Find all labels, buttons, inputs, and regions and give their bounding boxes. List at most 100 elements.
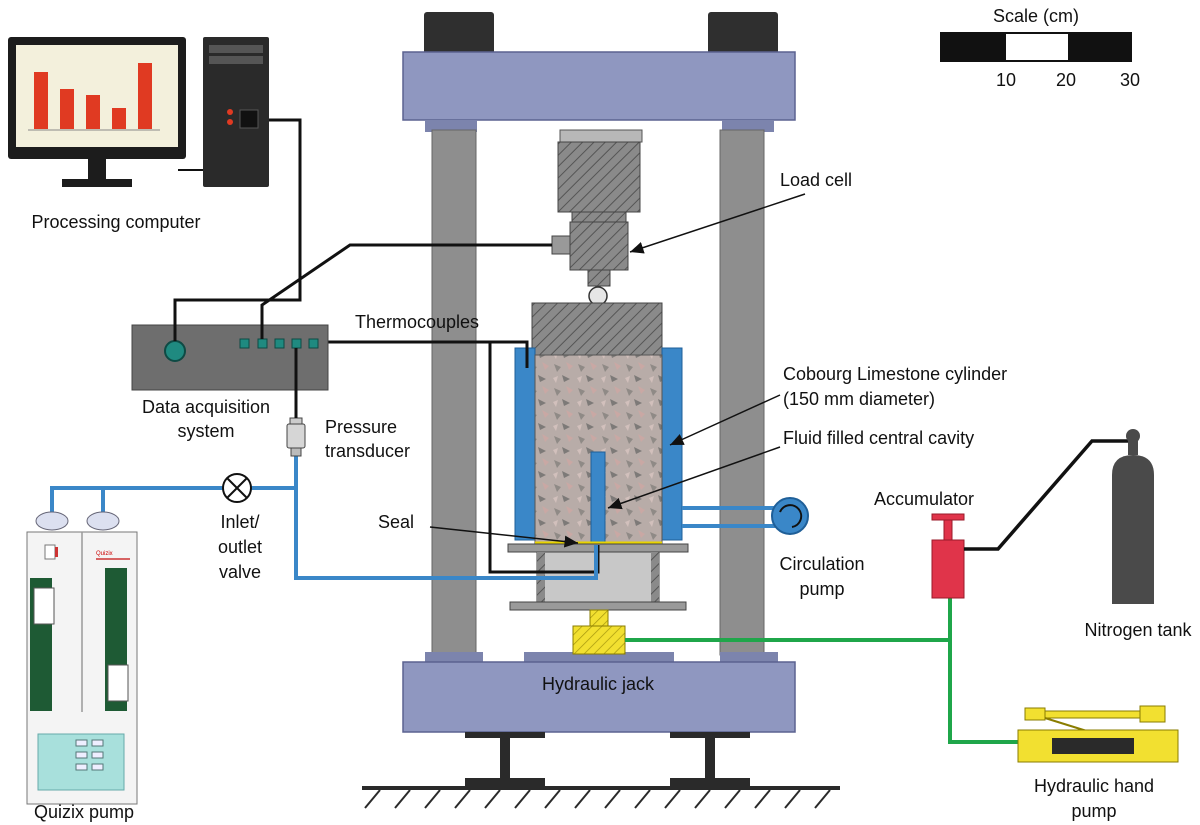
circulation-pump-body[interactable] [771,497,809,535]
screen-bar-4 [112,108,126,129]
accumulator-body [931,539,965,599]
support-beam-left-web [500,738,510,778]
transducer-cap [289,417,303,425]
quizix-key-3 [75,751,88,759]
tower-led-1 [227,109,233,115]
screen-bar-1 [34,72,48,129]
label-daq-1: Data acquisition [142,397,270,417]
label-cavity: Fluid filled central cavity [783,428,974,448]
load-cell-plate [571,211,627,223]
hydraulic-jack [572,625,626,655]
cavity-feed-line [294,455,598,580]
handpump-lever-end [1139,705,1166,723]
label-circulation-2: pump [799,579,844,599]
support-beam-left-top [465,732,545,738]
label-pressure-2: transducer [325,441,410,461]
daq-port-3 [274,338,285,349]
quizix-switch-indicator [55,547,58,557]
quizix-brand-label: Quizix [96,551,113,557]
pointer-load-cell [629,193,806,254]
screen-bar-chart [28,63,160,131]
cable-daq-to-loadcell [260,243,552,339]
circulation-pump-arrow [779,504,803,528]
water-jacket-left [514,347,536,541]
pointer-seal [429,526,579,548]
scale-title: Scale (cm) [993,6,1079,26]
support-beam-right-top [670,732,750,738]
circulation-pump[interactable] [771,497,809,535]
pressure-transducer [286,417,306,457]
label-hydraulic-jack: Hydraulic jack [542,674,655,694]
nitrogen-line [964,439,1128,551]
frame-collar-left [425,120,477,132]
label-circulation-1: Circulation [779,554,864,574]
daq-port-5 [308,338,319,349]
hydraulic-hand-pump [1017,705,1179,763]
screen-bar-2 [60,89,74,129]
top-platen [531,302,663,356]
valve-cross-2 [226,477,248,499]
daq-knob [164,340,186,362]
label-valve-3: valve [219,562,261,582]
pointer-cavity [607,446,781,510]
quizix-piston-right [107,664,129,702]
scale-segment-1 [941,33,1006,61]
nitrogen-tank [1112,429,1154,604]
tank-body [1112,455,1154,604]
data-acquisition-system [131,324,329,391]
monitor-stand [62,179,132,187]
support-beam-right-bottom [670,778,750,786]
handpump-reservoir [1052,738,1134,754]
load-ball [588,286,608,306]
inlet-outlet-valve[interactable] [222,473,252,503]
base-block-edge-right [651,552,659,602]
label-daq-2: system [177,421,234,441]
pointer-cylinder [669,394,781,446]
label-hand-pump-1: Hydraulic hand [1034,776,1154,796]
label-pressure-1: Pressure [325,417,397,437]
load-frame: Hydraulic jack [362,12,840,809]
label-seal: Seal [378,512,414,532]
tank-valve [1126,429,1140,443]
frame-base [402,661,796,733]
daq-box [131,324,329,391]
transducer-body [286,423,306,449]
quizix-key-6 [91,763,104,771]
quizix-key-2 [91,739,104,747]
jack-piston [589,609,609,629]
label-cylinder-2: (150 mm diameter) [783,389,935,409]
quizix-piston-left [33,587,55,625]
signal-cables [173,118,552,418]
label-accumulator: Accumulator [874,489,974,509]
scale-tick-30: 30 [1120,70,1140,90]
label-valve-1: Inlet/ [220,512,259,532]
daq-port-4 [291,338,302,349]
load-cell-body [569,221,629,271]
scale-bar: Scale (cm) 10 20 30 [940,6,1140,90]
fluid-lines [50,455,778,580]
frame-foot-left [425,652,483,664]
label-quizix-pump: Quizix pump [34,802,134,822]
scale-segment-3 [1068,33,1131,61]
ram-body [557,141,641,213]
floor-hatching [364,789,831,809]
accumulator-to-handpump-line [948,640,1018,744]
label-nitrogen-tank: Nitrogen tank [1084,620,1192,640]
central-cavity [590,451,606,545]
quizix-pump: Quizix [26,511,138,805]
scale-tick-10: 10 [996,70,1016,90]
label-thermocouples: Thermocouples [355,312,479,332]
accumulator-handle [931,513,965,521]
label-cylinder-1: Cobourg Limestone cylinder [783,364,1007,384]
label-processing-computer: Processing computer [31,212,200,232]
quizix-key-5 [75,763,88,771]
quizix-key-1 [75,739,88,747]
frame-column-left [431,129,477,656]
lower-plate [509,601,687,611]
screen-bar-3 [86,95,100,129]
load-cell-stem [587,269,611,287]
load-cell: Load cell [551,129,852,306]
tower-led-2 [227,119,233,125]
